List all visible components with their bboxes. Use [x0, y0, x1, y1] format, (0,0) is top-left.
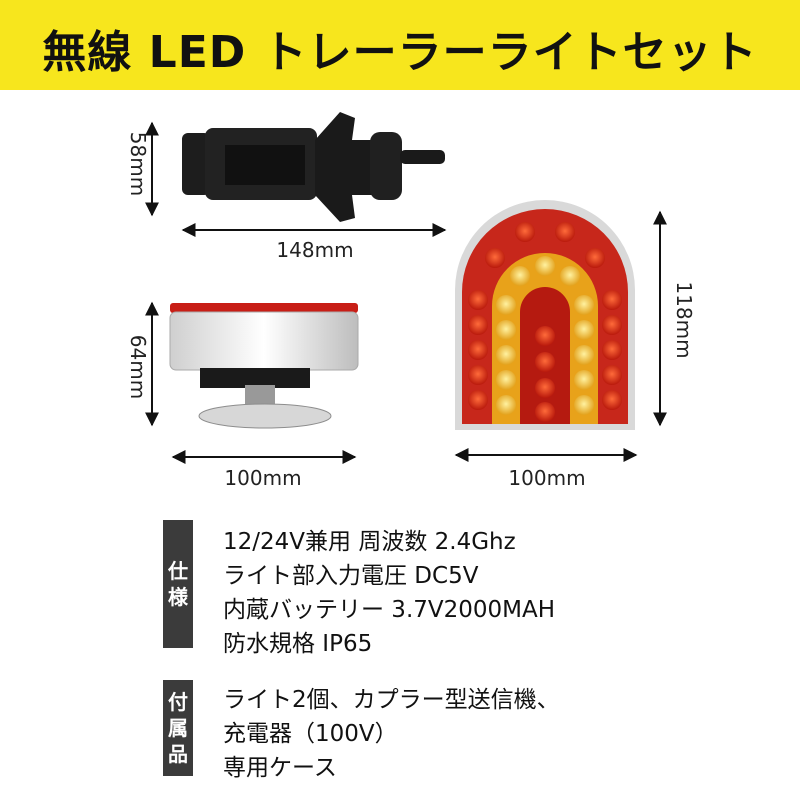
lamp-front-view — [455, 200, 635, 430]
accessory-line: ライト2個、カプラー型送信機、 — [223, 687, 560, 713]
page-title: 無線 LED トレーラーライトセット — [42, 27, 758, 78]
connector-transmitter — [182, 112, 445, 222]
lamp-front-height-label: 118mm — [672, 281, 696, 359]
spec-line: 防水規格 IP65 — [223, 631, 373, 657]
spec-line: 内蔵バッテリー 3.7V2000MAH — [223, 597, 556, 623]
accessory-line: 充電器（100V） — [223, 721, 398, 747]
specs-tab: 仕 様 — [163, 520, 193, 648]
connector-width-label: 148mm — [276, 238, 354, 262]
accessories-tab: 付 属 品 — [163, 680, 193, 776]
lamp-front-width-label: 100mm — [508, 466, 586, 490]
lamp-side-view — [169, 303, 359, 429]
connector-height-label: 58mm — [126, 131, 150, 197]
accessories-tab-char: 属 — [168, 716, 188, 740]
lamp-side-height-label: 64mm — [126, 334, 150, 400]
accessory-line: 専用ケース — [223, 755, 337, 781]
specs-tab-char: 様 — [168, 585, 188, 609]
spec-line: ライト部入力電圧 DC5V — [223, 563, 479, 589]
specs-tab-char: 仕 — [168, 559, 188, 583]
title-banner: 無線 LED トレーラーライトセット — [0, 0, 800, 90]
accessories-tab-char: 品 — [168, 742, 188, 766]
lamp-side-width-label: 100mm — [224, 466, 302, 490]
spec-line: 12/24V兼用 周波数 2.4Ghz — [223, 529, 516, 555]
accessories-tab-char: 付 — [168, 690, 188, 714]
